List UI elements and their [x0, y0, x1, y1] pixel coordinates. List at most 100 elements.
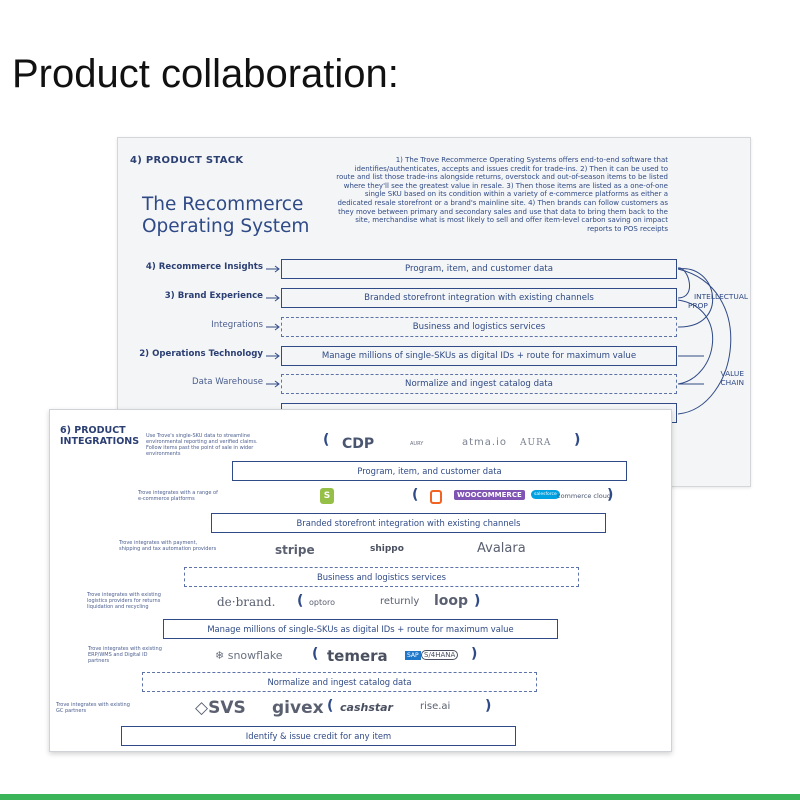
close-paren: ) — [471, 646, 478, 662]
note-line: Trove integrates with existing — [56, 702, 130, 708]
desc-line: reports to POS receipts — [587, 224, 668, 233]
row-label-data-warehouse: Data Warehouse — [191, 377, 263, 387]
note-line: Use Trove's single-SKU data to streamlin… — [146, 433, 251, 439]
stack-title: The Recommerce Operating System — [142, 194, 309, 238]
stack-heading: 4) PRODUCT STACK — [130, 155, 244, 166]
integration-box-storefront: Branded storefront integration with exis… — [211, 513, 606, 533]
note-line: Follow items past the point of sale in w… — [146, 445, 254, 451]
close-paren: ) — [485, 698, 492, 714]
stack-title-line1: The Recommerce — [142, 194, 304, 215]
sap-logo: SAP — [405, 651, 421, 660]
desc-line: where they'll see the greatest value in … — [343, 181, 668, 190]
heading-line1: 6) PRODUCT — [60, 425, 126, 436]
close-paren: ) — [607, 487, 614, 503]
snowflake-label: snowflake — [227, 649, 283, 662]
stack-title-line2: Operating System — [142, 216, 310, 237]
debrand-logo: de·brand. — [217, 595, 276, 609]
s4hana-logo: S/4HANA — [421, 650, 459, 660]
row-box-customer-data: Program, item, and customer data — [281, 259, 677, 279]
open-paren: ( — [323, 432, 330, 448]
commerce-cloud-label: commerce cloud — [557, 492, 611, 500]
vc-line1: VALUE — [720, 369, 744, 378]
product-integrations-card: 6) PRODUCT INTEGRATIONS Use Trove's sing… — [49, 409, 672, 752]
temera-logo: temera — [327, 647, 388, 665]
note-line: liquidation and recycling — [87, 604, 149, 610]
woocommerce-logo: WOOCOMMERCE — [454, 490, 525, 500]
heading-line2: INTEGRATIONS — [60, 436, 140, 447]
slide-title: Product collaboration: — [12, 52, 399, 96]
open-paren: ( — [412, 487, 419, 503]
note-line: shipping and tax automation providers — [119, 546, 217, 552]
close-paren: ) — [474, 593, 481, 609]
note-line: e-commerce platforms — [138, 496, 195, 502]
close-paren: ) — [574, 432, 581, 448]
ip-line2: PROP — [688, 301, 708, 310]
value-chain-note: VALUE CHAIN — [704, 369, 744, 387]
desc-line: 1) The Trove Recommerce Operating System… — [395, 156, 668, 164]
shippo-logo: shippo — [370, 544, 404, 554]
note-line: Trove integrates with payment, — [119, 540, 198, 546]
row-label-brand-experience: 3) Brand Experience — [164, 291, 263, 301]
magento-logo — [430, 490, 442, 504]
integration-box-single-skus: Manage millions of single-SKUs as digita… — [163, 619, 558, 639]
cashstar-logo: cashstar — [340, 701, 393, 714]
stack-description: 1) The Trove Recommerce Operating System… — [316, 156, 668, 233]
integration-note: Trove integrates with existing logistics… — [87, 592, 197, 610]
note-line: Trove integrates with existing — [87, 592, 161, 598]
row-box-storefront: Branded storefront integration with exis… — [281, 288, 677, 308]
intellectual-prop-note: INTELLECTUAL PROP — [686, 292, 748, 310]
integration-box-catalog-data: Normalize and ingest catalog data — [142, 672, 537, 692]
returnly-logo: returnly — [380, 596, 420, 607]
loop-logo: loop — [434, 593, 469, 609]
svs-logo: ◇SVS — [195, 698, 246, 718]
footer-accent-bar — [0, 794, 800, 800]
row-box-logistics: Business and logistics services — [281, 317, 677, 337]
aura-logo: AURA — [520, 438, 552, 448]
shopify-logo: S — [320, 488, 334, 504]
integration-box-issue-credit: Identify & issue credit for any item — [121, 726, 516, 746]
desc-line: site, merchandise what is most likely to… — [355, 216, 668, 225]
ip-line1: INTELLECTUAL — [693, 292, 748, 301]
svs-label: SVS — [208, 698, 246, 718]
cdp-logo: CDP — [342, 436, 375, 452]
integration-box-logistics: Business and logistics services — [184, 567, 579, 587]
integration-note: Use Trove's single-SKU data to streamlin… — [146, 433, 261, 457]
desc-line: dedicated resale storefront or a brand's… — [337, 198, 668, 207]
open-paren: ( — [312, 646, 319, 662]
desc-line: they move between primary and secondary … — [338, 207, 668, 216]
salesforce-logo: salesforce — [531, 490, 560, 499]
stack-connector-arrows — [266, 265, 732, 415]
vc-line2: CHAIN — [720, 378, 744, 387]
integration-note: Trove integrates with existing GC partne… — [56, 702, 156, 714]
note-line: logistics providers for returns — [87, 598, 161, 604]
note-line: partners — [88, 658, 110, 664]
row-label-recommerce-insights: 4) Recommerce Insights — [145, 262, 263, 272]
givex-logo: givex — [272, 698, 324, 718]
desc-line: route and list those trade-ins alongside… — [336, 173, 668, 182]
open-paren: ( — [327, 698, 334, 714]
open-paren: ( — [297, 593, 304, 609]
desc-line: single SKU based on its condition within… — [364, 190, 668, 199]
row-box-single-skus: Manage millions of single-SKUs as digita… — [281, 346, 677, 366]
atma-logo: atma.io — [462, 437, 507, 448]
avalara-logo: Avalara — [477, 541, 526, 556]
aury-logo: AURY — [410, 441, 424, 447]
integrations-heading: 6) PRODUCT INTEGRATIONS — [60, 425, 139, 447]
row-label-integrations: Integrations — [211, 320, 263, 330]
note-line: environments — [146, 451, 181, 457]
integration-note: Trove integrates with payment, shipping … — [119, 540, 239, 552]
note-line: environmental reporting and verified cla… — [146, 439, 258, 445]
riseai-logo: rise.ai — [420, 701, 451, 712]
note-line: GC partners — [56, 708, 87, 714]
snowflake-logo: ❄ snowflake — [215, 649, 283, 662]
integration-note: Trove integrates with a range of e-comme… — [138, 490, 248, 502]
note-line: Trove integrates with existing — [88, 646, 162, 652]
desc-line: identifies/authenticates, accepts and is… — [354, 164, 668, 173]
optoro-logo: optoro — [309, 598, 336, 607]
row-label-operations-technology: 2) Operations Technology — [139, 349, 263, 359]
integration-note: Trove integrates with existing ERP/WMS a… — [88, 646, 188, 664]
note-line: Trove integrates with a range of — [138, 490, 218, 496]
stripe-logo: stripe — [275, 543, 315, 557]
integration-box-customer-data: Program, item, and customer data — [232, 461, 627, 481]
row-box-catalog-data: Normalize and ingest catalog data — [281, 374, 677, 394]
